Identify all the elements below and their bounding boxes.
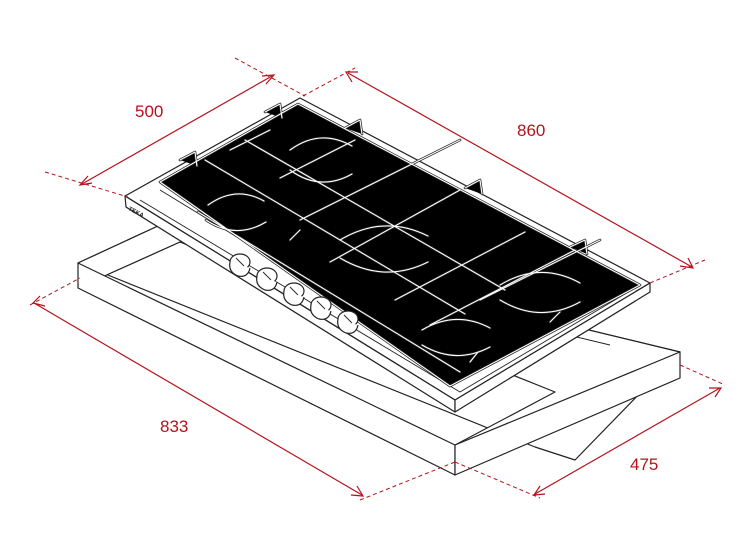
dimension-475: 475 [454,364,726,499]
dimension-833: 833 [29,277,456,501]
knob-2 [256,267,278,291]
dim-label-475: 475 [630,455,658,474]
knob-3 [283,282,305,306]
dim-label-833: 833 [160,417,188,436]
dim-label-500: 500 [135,102,163,121]
control-knobs [229,253,359,334]
knob-1 [229,253,251,277]
knob-4 [310,296,332,320]
dimension-860: 860 [302,67,706,284]
pan-supports [158,102,642,388]
dim-label-860: 860 [517,121,545,140]
knob-5 [337,310,359,334]
dimension-500: 500 [44,57,306,198]
